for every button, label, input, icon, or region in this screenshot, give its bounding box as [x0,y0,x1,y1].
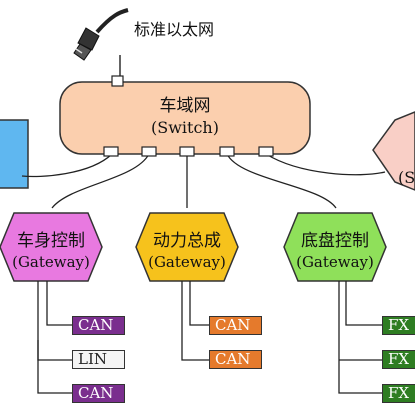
switch-title: 车域网 [159,96,211,116]
gateway-powertrain-subtitle: (Gateway) [148,253,226,271]
bus-box-can: CAN [209,350,262,369]
switch-port [179,146,195,157]
ethernet-connector-icon [73,8,129,61]
switch-links [21,153,386,209]
gateway-chassis-subtitle: (Gateway) [296,253,374,271]
right-node-label: (S [398,168,415,187]
body-bus-lines [37,281,72,394]
bus-box-can: CAN [209,316,262,335]
ethernet-label: 标准以太网 [134,20,215,39]
left-node-partial [0,119,29,189]
bus-box-can: CAN [72,316,125,335]
gateway-body-control [0,212,103,282]
switch-port [103,146,119,157]
switch-port-top [111,75,124,87]
powertrain-bus-lines [181,281,209,361]
bus-box-fx: FX [382,316,415,335]
switch-port [258,146,274,157]
bus-box-fx: FX [382,350,415,369]
bus-box-lin: LIN [72,350,125,369]
switch-port [219,146,235,157]
gateway-powertrain [135,212,239,282]
gateway-body-title: 车身控制 [17,231,85,251]
gateway-chassis [283,212,387,282]
right-node-partial [372,111,415,191]
bus-box-can: CAN [72,384,125,403]
gateway-powertrain-title: 动力总成 [153,231,221,251]
switch-port [141,146,157,157]
gateway-body-subtitle: (Gateway) [12,253,90,271]
bus-box-fx: FX [382,384,415,403]
gateway-chassis-title: 底盘控制 [301,231,369,251]
switch-ports [103,75,274,157]
switch-subtitle: (Switch) [151,118,219,137]
chassis-bus-lines [338,281,382,394]
